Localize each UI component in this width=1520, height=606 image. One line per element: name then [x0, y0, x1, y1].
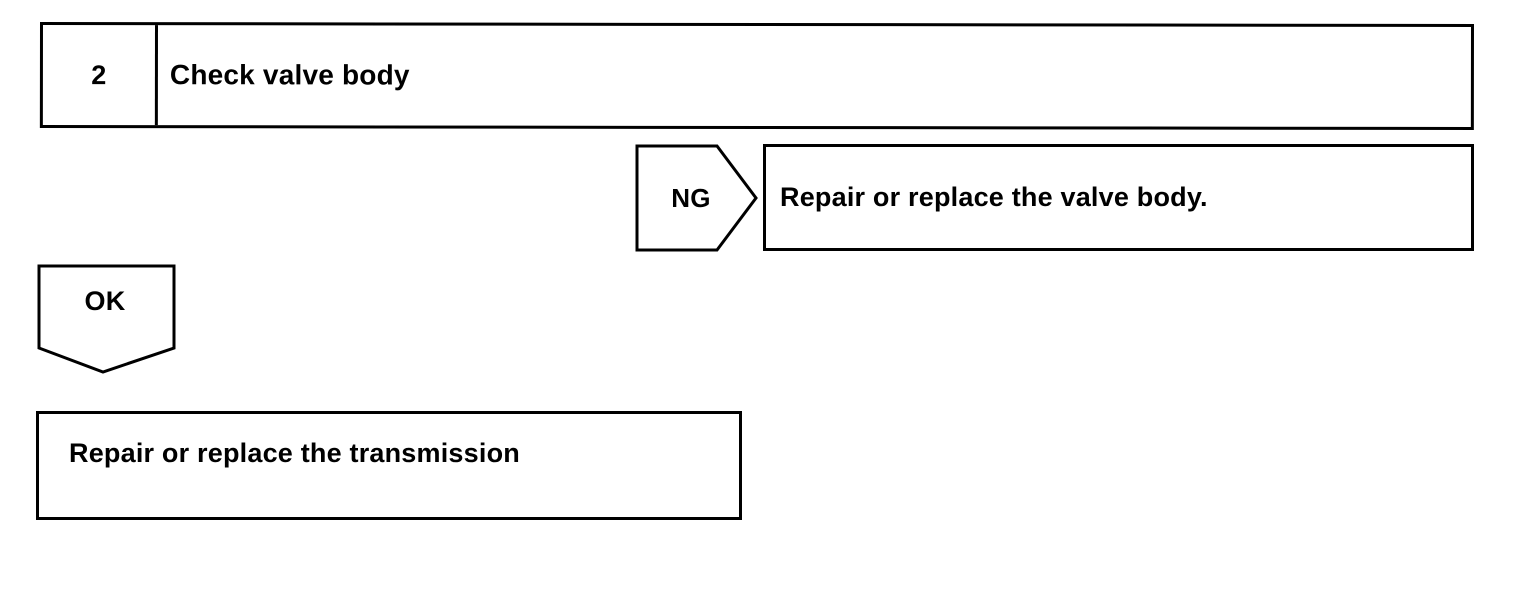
- ng-label: NG: [671, 182, 711, 213]
- ok-result-text: Repair or replace the transmission: [69, 438, 520, 468]
- ng-arrow-tag: NG: [635, 144, 760, 252]
- ok-result-box: Repair or replace the transmission: [36, 411, 742, 520]
- ng-result-box: Repair or replace the valve body.: [763, 144, 1474, 251]
- ok-label: OK: [84, 286, 126, 316]
- step-number: 2: [42, 25, 158, 126]
- down-arrow-tag-shape: [37, 264, 176, 374]
- ng-result-text: Repair or replace the valve body.: [780, 182, 1208, 212]
- step-header: 2 Check valve body: [39, 22, 1474, 131]
- step-title: Check valve body: [169, 59, 410, 91]
- ok-arrow-tag: OK: [36, 264, 178, 374]
- right-arrow-tag-shape: [635, 144, 758, 252]
